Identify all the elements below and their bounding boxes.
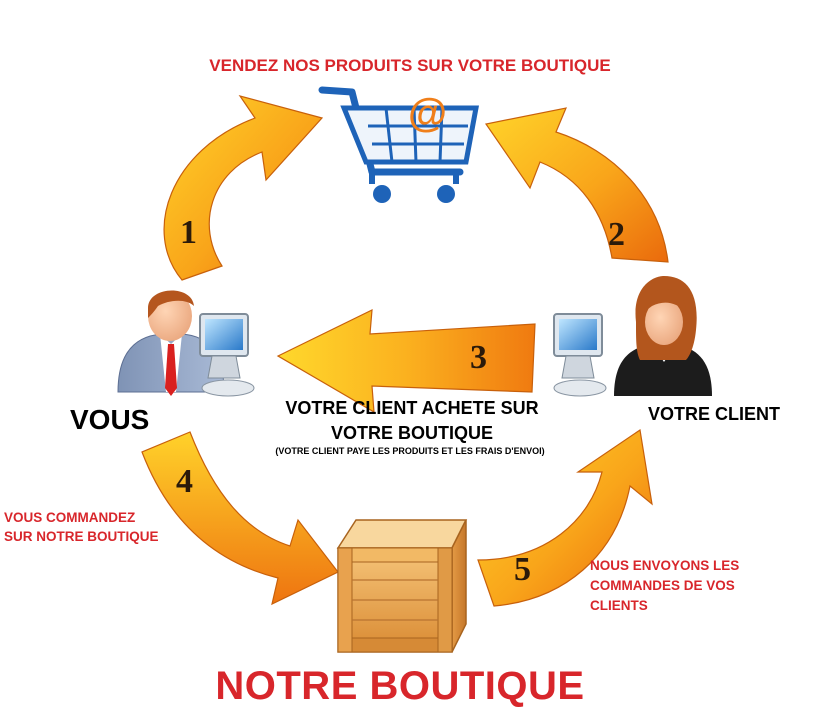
arrow-step-2: 2 — [484, 107, 669, 263]
man-with-computer-icon — [117, 290, 255, 397]
step-5-line-1: NOUS ENVOYONS LES — [590, 558, 740, 573]
step-3-line-1: VOTRE CLIENT ACHETE SUR — [285, 398, 539, 418]
step-number-5: 5 — [514, 551, 531, 588]
step-3-line-2: VOTRE BOUTIQUE — [330, 423, 493, 443]
arrow-step-4: 4 — [141, 431, 339, 606]
arrow-step-3: 3 — [276, 308, 536, 414]
step-3-sublabel: (VOTRE CLIENT PAYE LES PRODUITS ET LES F… — [275, 446, 545, 456]
shopping-cart-icon: @ — [318, 86, 480, 203]
step-number-1: 1 — [180, 214, 197, 251]
at-sign-icon: @ — [408, 91, 447, 135]
arrow-step-1: 1 — [163, 95, 324, 281]
step-4-line-1: VOUS COMMANDEZ — [4, 510, 136, 525]
wooden-crate-icon — [336, 519, 468, 653]
woman-with-computer-icon — [553, 276, 712, 397]
step-number-4: 4 — [176, 463, 193, 500]
arrow-step-5: 5 — [477, 428, 653, 607]
vous-label: VOUS — [70, 404, 150, 435]
step-5-label: NOUS ENVOYONS LES COMMANDES DE VOS CLIEN… — [590, 556, 739, 616]
step-number-3: 3 — [470, 339, 487, 376]
step-4-line-2: SUR NOTRE BOUTIQUE — [4, 529, 159, 544]
step-number-2: 2 — [608, 216, 625, 253]
step-5-line-3: CLIENTS — [590, 598, 648, 613]
step-3-label: VOTRE CLIENT ACHETE SUR VOTRE BOUTIQUE — [262, 396, 562, 446]
step-5-line-2: COMMANDES DE VOS — [590, 578, 735, 593]
step-4-label: VOUS COMMANDEZ SUR NOTRE BOUTIQUE — [4, 508, 159, 546]
client-label: VOTRE CLIENT — [648, 404, 781, 424]
top-title: VENDEZ NOS PRODUITS SUR VOTRE BOUTIQUE — [209, 56, 611, 75]
bottom-title: NOTRE BOUTIQUE — [215, 664, 585, 708]
